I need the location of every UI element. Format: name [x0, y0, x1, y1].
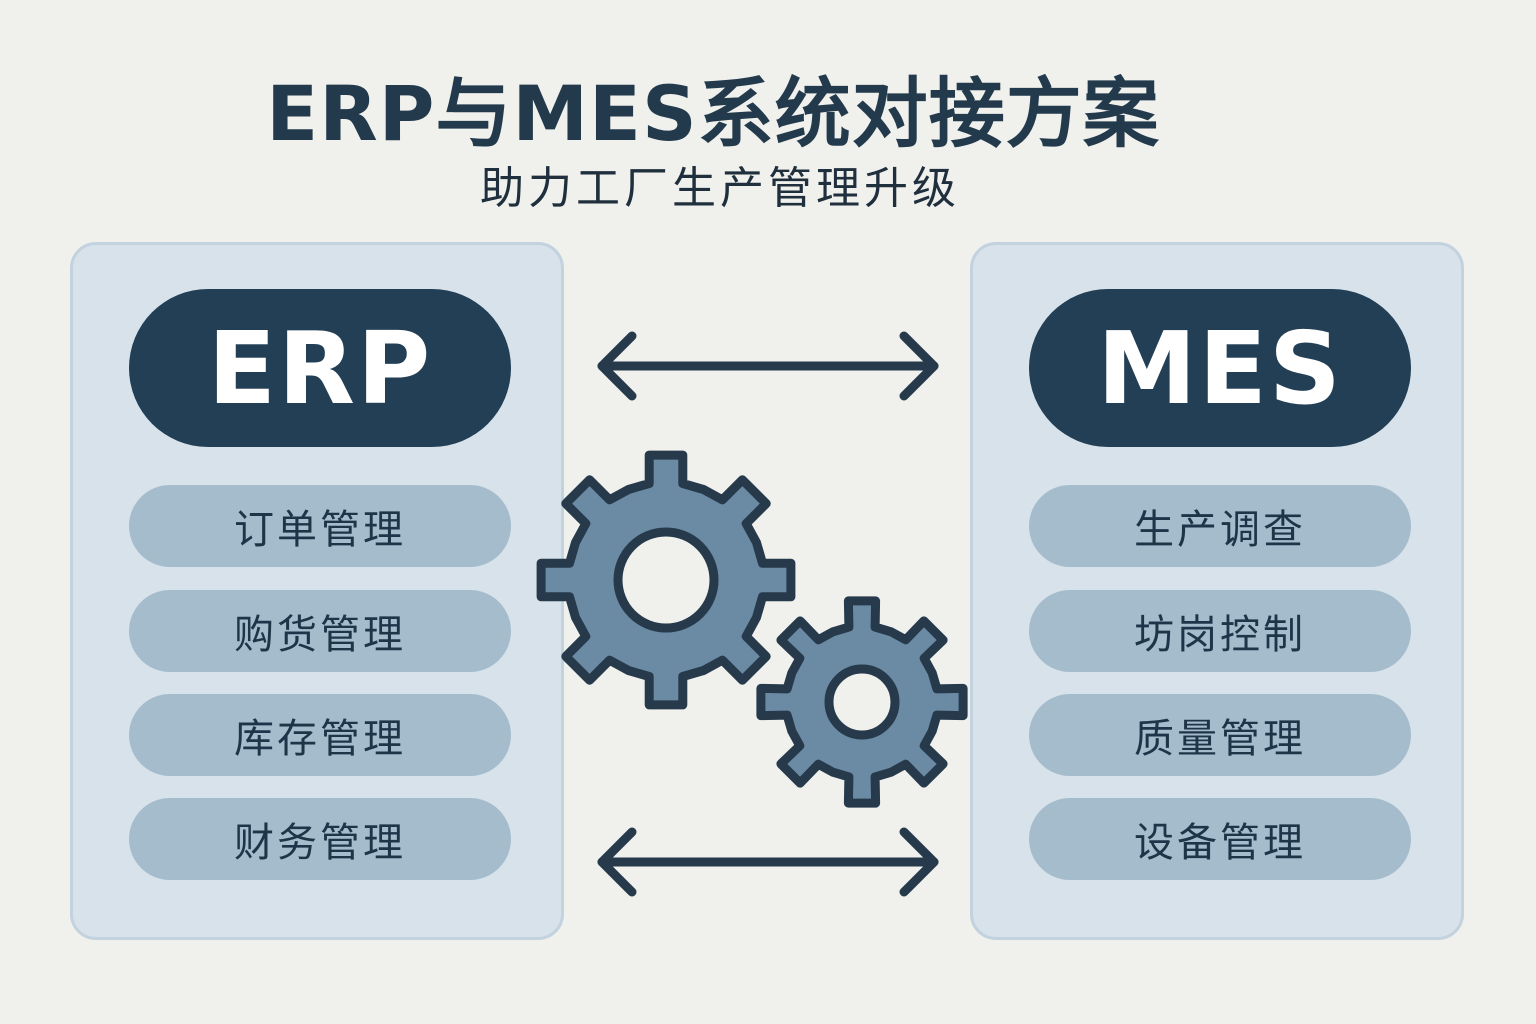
mes-module-item: 坊岗控制	[1029, 590, 1411, 672]
mes-module-item: 生产调查	[1029, 485, 1411, 567]
mes-header-pill: MES	[1029, 289, 1411, 447]
page-title: ERP与MES系统对接方案	[266, 69, 1160, 158]
page-subtitle: 助力工厂生产管理升级	[480, 163, 960, 214]
double-arrow-icon	[597, 331, 939, 401]
gear-icon	[536, 450, 796, 710]
gear-icon	[756, 596, 968, 808]
mes-module-item: 设备管理	[1029, 798, 1411, 880]
erp-module-item: 购货管理	[129, 590, 511, 672]
erp-header-pill: ERP	[129, 289, 511, 447]
mes-panel: MES 生产调查 坊岗控制 质量管理 设备管理	[970, 242, 1464, 940]
erp-module-item: 财务管理	[129, 798, 511, 880]
erp-module-item: 库存管理	[129, 694, 511, 776]
double-arrow-icon	[597, 827, 939, 897]
erp-panel: ERP 订单管理 购货管理 库存管理 财务管理	[70, 242, 564, 940]
erp-module-item: 订单管理	[129, 485, 511, 567]
mes-module-item: 质量管理	[1029, 694, 1411, 776]
